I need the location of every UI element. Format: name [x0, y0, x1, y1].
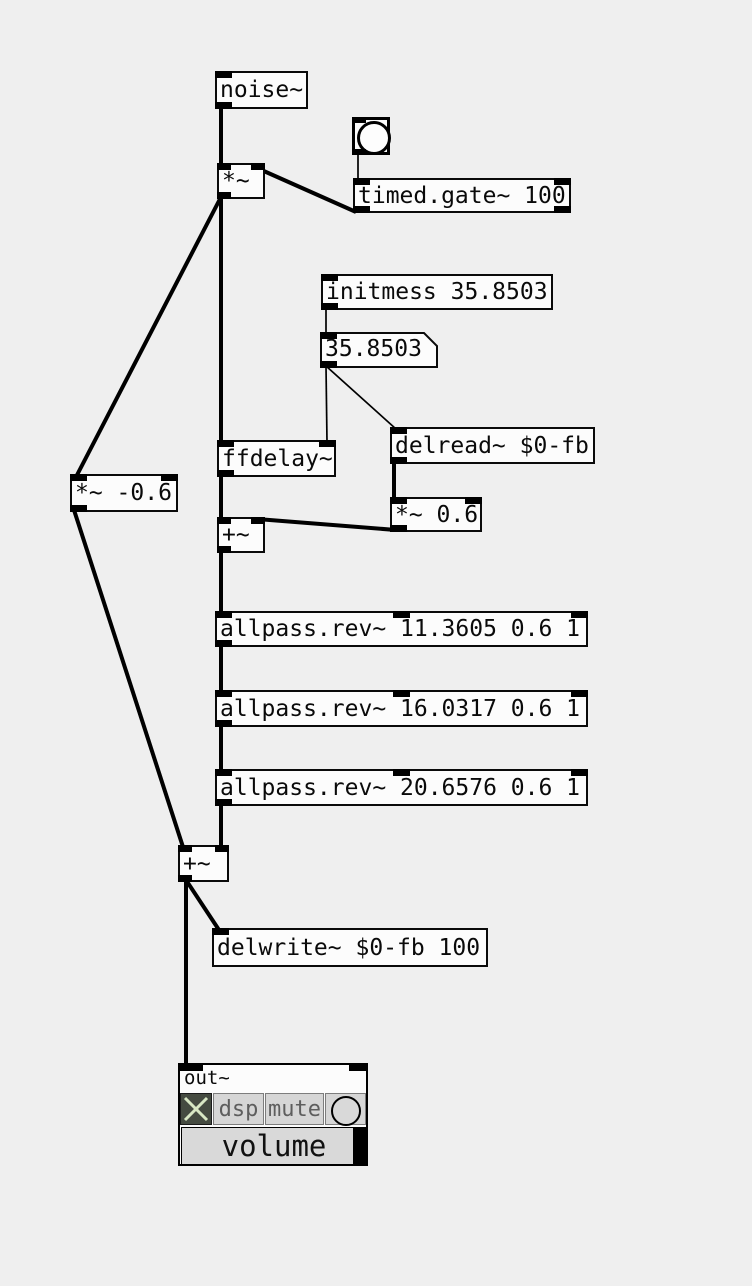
volume-slider[interactable]: volume — [181, 1127, 367, 1165]
out-gui-title: out~ — [184, 1067, 230, 1089]
toggle-cross-icon — [183, 1096, 209, 1122]
object-label: allpass.rev~ 11.3605 0.6 1 — [220, 616, 581, 642]
dsp-button[interactable]: dsp — [213, 1093, 264, 1125]
inlet-nub[interactable] — [178, 845, 192, 852]
outlet-nub[interactable] — [215, 720, 232, 727]
object-label: delread~ $0-fb — [395, 432, 589, 459]
inlet-nub[interactable] — [319, 440, 336, 447]
outlet-nub[interactable] — [321, 303, 338, 310]
object-ffdelay[interactable]: ffdelay~ — [217, 440, 336, 477]
number-value: 35.8503 — [325, 336, 422, 362]
object-label: *~ 0.6 — [395, 501, 479, 528]
object-mult-06[interactable]: *~ 0.6 — [390, 497, 482, 532]
inlet-nub[interactable] — [217, 163, 231, 170]
inlet-nub[interactable] — [251, 517, 265, 524]
outlet-nub[interactable] — [353, 206, 370, 213]
object-delread[interactable]: delread~ $0-fb — [390, 427, 595, 464]
object-label: +~ — [183, 850, 211, 877]
object-label: timed.gate~ 100 — [358, 182, 566, 209]
outlet-nub[interactable] — [217, 546, 231, 553]
object-plus-1[interactable]: +~ — [217, 517, 265, 553]
object-label: initmess 35.8503 — [326, 279, 548, 305]
object-label: delwrite~ $0-fb 100 — [217, 934, 481, 961]
outlet-nub[interactable] — [178, 875, 192, 882]
outlet-nub[interactable] — [70, 505, 87, 512]
inlet-nub[interactable] — [215, 71, 232, 78]
inlet-nub[interactable] — [215, 690, 232, 697]
outlet-nub[interactable] — [390, 457, 407, 464]
meter-bang[interactable] — [325, 1093, 366, 1126]
outlet-nub[interactable] — [390, 525, 407, 532]
inlet-nub[interactable] — [215, 845, 229, 852]
inlet-nub[interactable] — [554, 178, 571, 185]
object-mult-neg06[interactable]: *~ -0.6 — [70, 474, 178, 512]
inlet-nub[interactable] — [393, 690, 410, 697]
object-label: *~ -0.6 — [75, 480, 172, 506]
number-box[interactable]: 35.8503 — [320, 332, 438, 368]
inlet-nub[interactable] — [215, 769, 232, 776]
outlet-nub[interactable] — [215, 799, 232, 806]
inlet-nub[interactable] — [349, 1063, 368, 1071]
dsp-toggle[interactable] — [180, 1093, 212, 1125]
inlet-nub[interactable] — [178, 1063, 203, 1071]
mute-button[interactable]: mute — [265, 1093, 324, 1125]
object-allpass-3[interactable]: allpass.rev~ 20.6576 0.6 1 — [215, 769, 588, 806]
inlet-nub[interactable] — [321, 274, 338, 281]
outlet-nub[interactable] — [215, 102, 232, 109]
object-delwrite[interactable]: delwrite~ $0-fb 100 — [212, 928, 488, 967]
outlet-nub[interactable] — [215, 640, 232, 647]
inlet-nub[interactable] — [465, 497, 482, 504]
inlet-nub[interactable] — [571, 690, 588, 697]
inlet-nub[interactable] — [353, 178, 370, 185]
outlet-nub[interactable] — [320, 361, 337, 368]
inlet-nub[interactable] — [393, 611, 410, 618]
out-gui[interactable]: out~ dsp mute volume — [178, 1063, 368, 1166]
bang-button[interactable] — [352, 117, 391, 155]
inlet-nub[interactable] — [217, 440, 234, 447]
inlet-nub[interactable] — [393, 769, 410, 776]
object-timed-gate[interactable]: timed.gate~ 100 — [353, 178, 571, 213]
inlet-nub[interactable] — [212, 928, 229, 935]
object-label: *~ — [222, 168, 250, 194]
bang-circle-icon — [331, 1096, 361, 1126]
outlet-nub[interactable] — [217, 192, 231, 199]
object-noise[interactable]: noise~ — [215, 71, 308, 109]
object-allpass-1[interactable]: allpass.rev~ 11.3605 0.6 1 — [215, 611, 588, 647]
volume-slider-handle[interactable] — [353, 1128, 366, 1164]
outlet-nub[interactable] — [217, 470, 234, 477]
object-plus-2[interactable]: +~ — [178, 845, 229, 882]
object-label: allpass.rev~ 16.0317 0.6 1 — [220, 695, 581, 722]
inlet-nub[interactable] — [390, 427, 407, 434]
outlet-nub[interactable] — [352, 149, 366, 155]
inlet-nub[interactable] — [217, 517, 231, 524]
object-label: ffdelay~ — [222, 445, 333, 472]
outlet-nub[interactable] — [554, 206, 571, 213]
inlet-nub[interactable] — [251, 163, 265, 170]
object-label: +~ — [222, 522, 250, 548]
object-label: allpass.rev~ 20.6576 0.6 1 — [220, 774, 581, 801]
inlet-nub[interactable] — [320, 332, 337, 339]
mute-button-label: mute — [268, 1096, 321, 1122]
object-initmess[interactable]: initmess 35.8503 — [321, 274, 553, 310]
inlet-nub[interactable] — [161, 474, 178, 481]
object-mult-1[interactable]: *~ — [217, 163, 265, 199]
inlet-nub[interactable] — [215, 611, 232, 618]
dsp-button-label: dsp — [218, 1096, 259, 1122]
object-allpass-2[interactable]: allpass.rev~ 16.0317 0.6 1 — [215, 690, 588, 727]
inlet-nub[interactable] — [352, 117, 366, 123]
object-label: noise~ — [220, 77, 304, 103]
inlet-nub[interactable] — [70, 474, 87, 481]
inlet-nub[interactable] — [571, 769, 588, 776]
inlet-nub[interactable] — [390, 497, 407, 504]
volume-slider-label: volume — [221, 1129, 327, 1163]
inlet-nub[interactable] — [571, 611, 588, 618]
